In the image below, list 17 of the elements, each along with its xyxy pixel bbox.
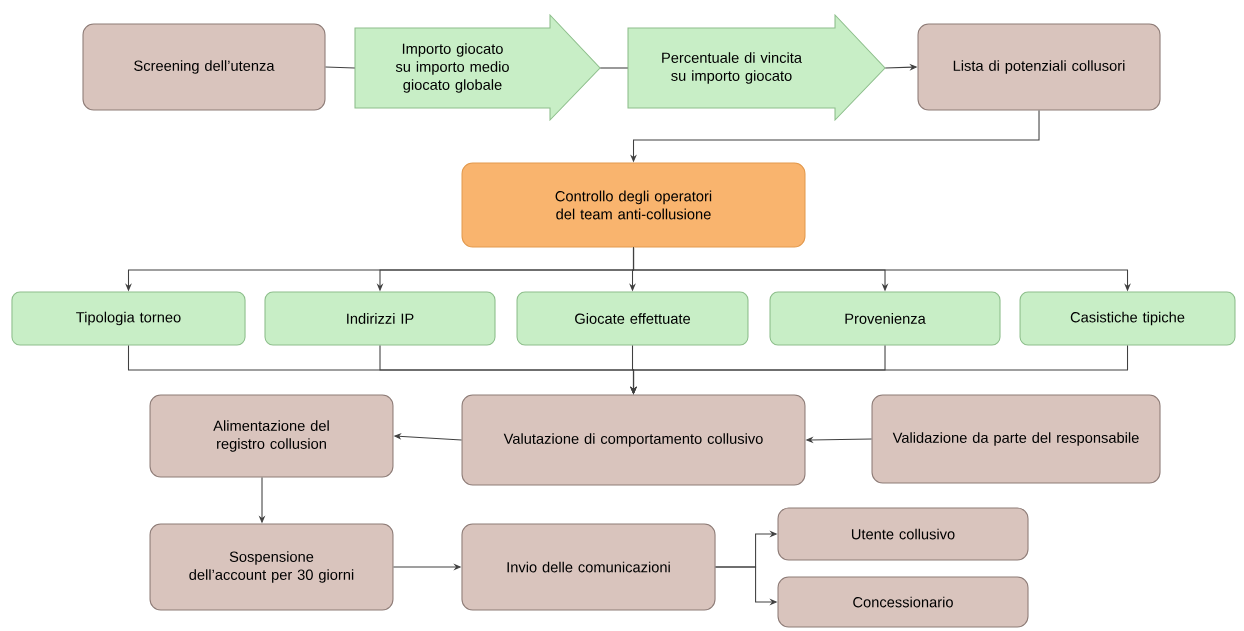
process-box: Lista di potenziali collusori <box>917 23 1161 111</box>
process-box: Sospensione dell’account per 30 giorni <box>149 523 394 611</box>
connector <box>599 67 629 69</box>
process-box: Controllo degli operatori del team anti-collusione <box>461 162 806 248</box>
process-box: Validazione da parte del responsabile <box>871 394 1161 484</box>
process-box: Alimentazione del registro collusion <box>149 394 394 478</box>
process-box: Valutazione di comportamento collusivo <box>461 394 806 486</box>
connector <box>325 66 356 69</box>
process-box: Screening dell’utenza <box>82 23 326 111</box>
category-box: Provenienza <box>769 291 1001 346</box>
category-box: Casistiche tipiche <box>1019 291 1236 346</box>
process-box: Concessionario <box>777 576 1029 628</box>
process-box: Invio delle comunicazioni <box>461 523 716 611</box>
process-box: Utente collusivo <box>777 507 1029 561</box>
category-box: Tipologia torneo <box>11 291 246 346</box>
category-box: Giocate effettuate <box>516 291 749 346</box>
category-box: Indirizzi IP <box>264 291 496 346</box>
